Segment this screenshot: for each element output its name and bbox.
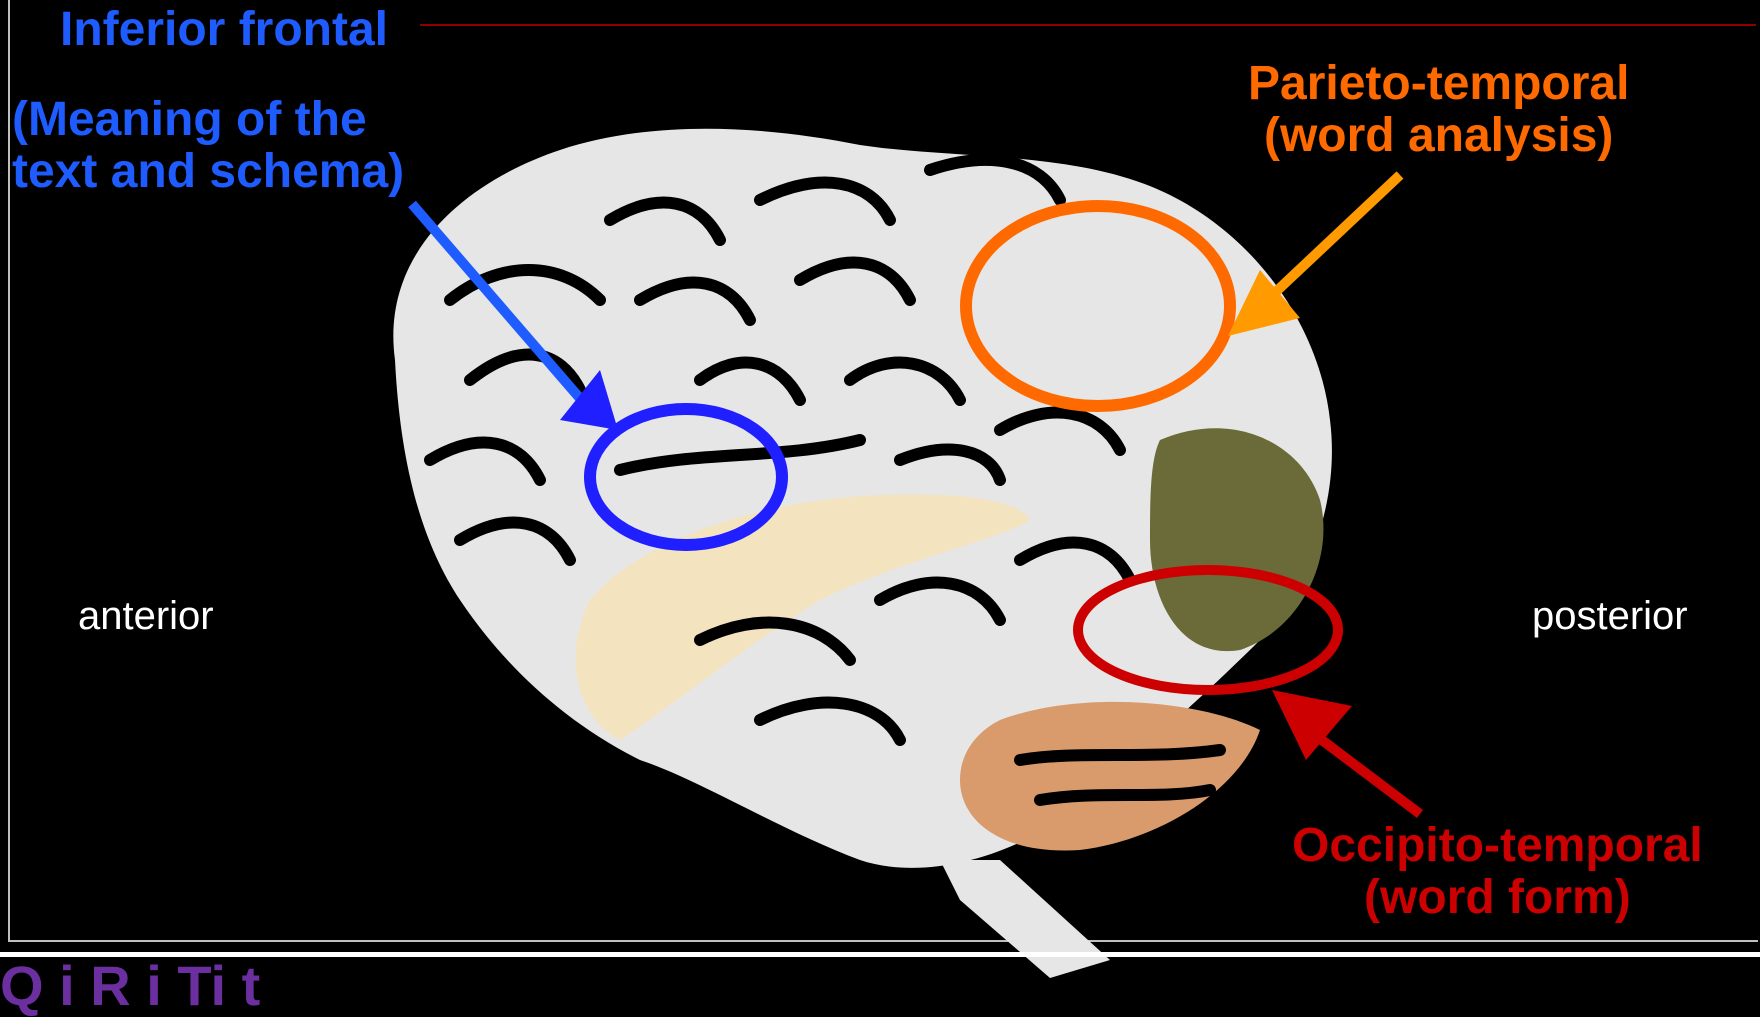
parieto-temporal-arrow	[1228, 175, 1400, 336]
posterior-label: posterior	[1532, 594, 1688, 639]
bottom-divider-bar	[0, 952, 1760, 957]
brainstem	[940, 860, 1110, 978]
inferior-frontal-desc-line-2: text and schema)	[12, 146, 404, 198]
parieto-temporal-label: Parieto-temporal (word analysis)	[1248, 58, 1629, 162]
occipito-temporal-line-2: (word form)	[1292, 872, 1703, 924]
occipito-temporal-arrow	[1272, 690, 1420, 814]
inferior-frontal-description: (Meaning of the text and schema)	[12, 94, 404, 198]
anterior-label: anterior	[78, 594, 214, 639]
occipito-temporal-line-1: Occipito-temporal	[1292, 820, 1703, 872]
parieto-temporal-line-2: (word analysis)	[1248, 110, 1629, 162]
bottom-slide-title-partial: Q i R i Ti t	[0, 958, 260, 1014]
parieto-temporal-line-1: Parieto-temporal	[1248, 58, 1629, 110]
occipito-temporal-label: Occipito-temporal (word form)	[1292, 820, 1703, 924]
inferior-frontal-label: Inferior frontal	[60, 4, 388, 56]
cerebellum-region	[960, 702, 1260, 851]
inferior-frontal-desc-line-1: (Meaning of the	[12, 94, 404, 146]
brain-shape	[393, 129, 1332, 978]
